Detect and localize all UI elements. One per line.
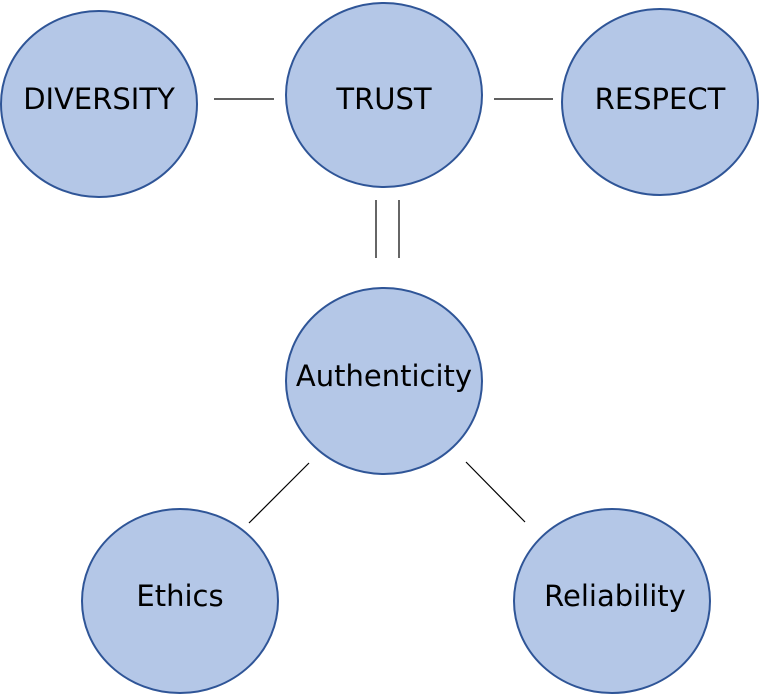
- edge-trust-authenticity: [375, 200, 400, 258]
- node-diversity-label: DIVERSITY: [23, 82, 175, 116]
- node-reliability-shape: [513, 508, 711, 694]
- node-ethics-label: Ethics: [136, 579, 223, 613]
- node-reliability: Reliability: [513, 508, 711, 694]
- node-trust-label: TRUST: [335, 82, 431, 116]
- node-diversity-shape: [0, 10, 198, 198]
- node-diversity: DIVERSITY: [0, 10, 198, 198]
- node-authenticity-label: Authenticity: [296, 359, 472, 393]
- node-respect-label: RESPECT: [595, 82, 726, 116]
- node-ethics: Ethics: [81, 508, 279, 694]
- node-authenticity-shape: [285, 287, 483, 475]
- node-authenticity: Authenticity: [285, 287, 483, 475]
- node-ethics-shape: [81, 508, 279, 694]
- edge-authenticity-ethics: [248, 462, 310, 524]
- node-reliability-label: Reliability: [544, 579, 686, 613]
- node-trust-shape: [285, 2, 483, 188]
- node-respect-shape: [561, 8, 759, 196]
- node-trust: TRUST: [285, 2, 483, 188]
- edge-authenticity-reliability: [465, 461, 526, 523]
- node-respect: RESPECT: [561, 8, 759, 196]
